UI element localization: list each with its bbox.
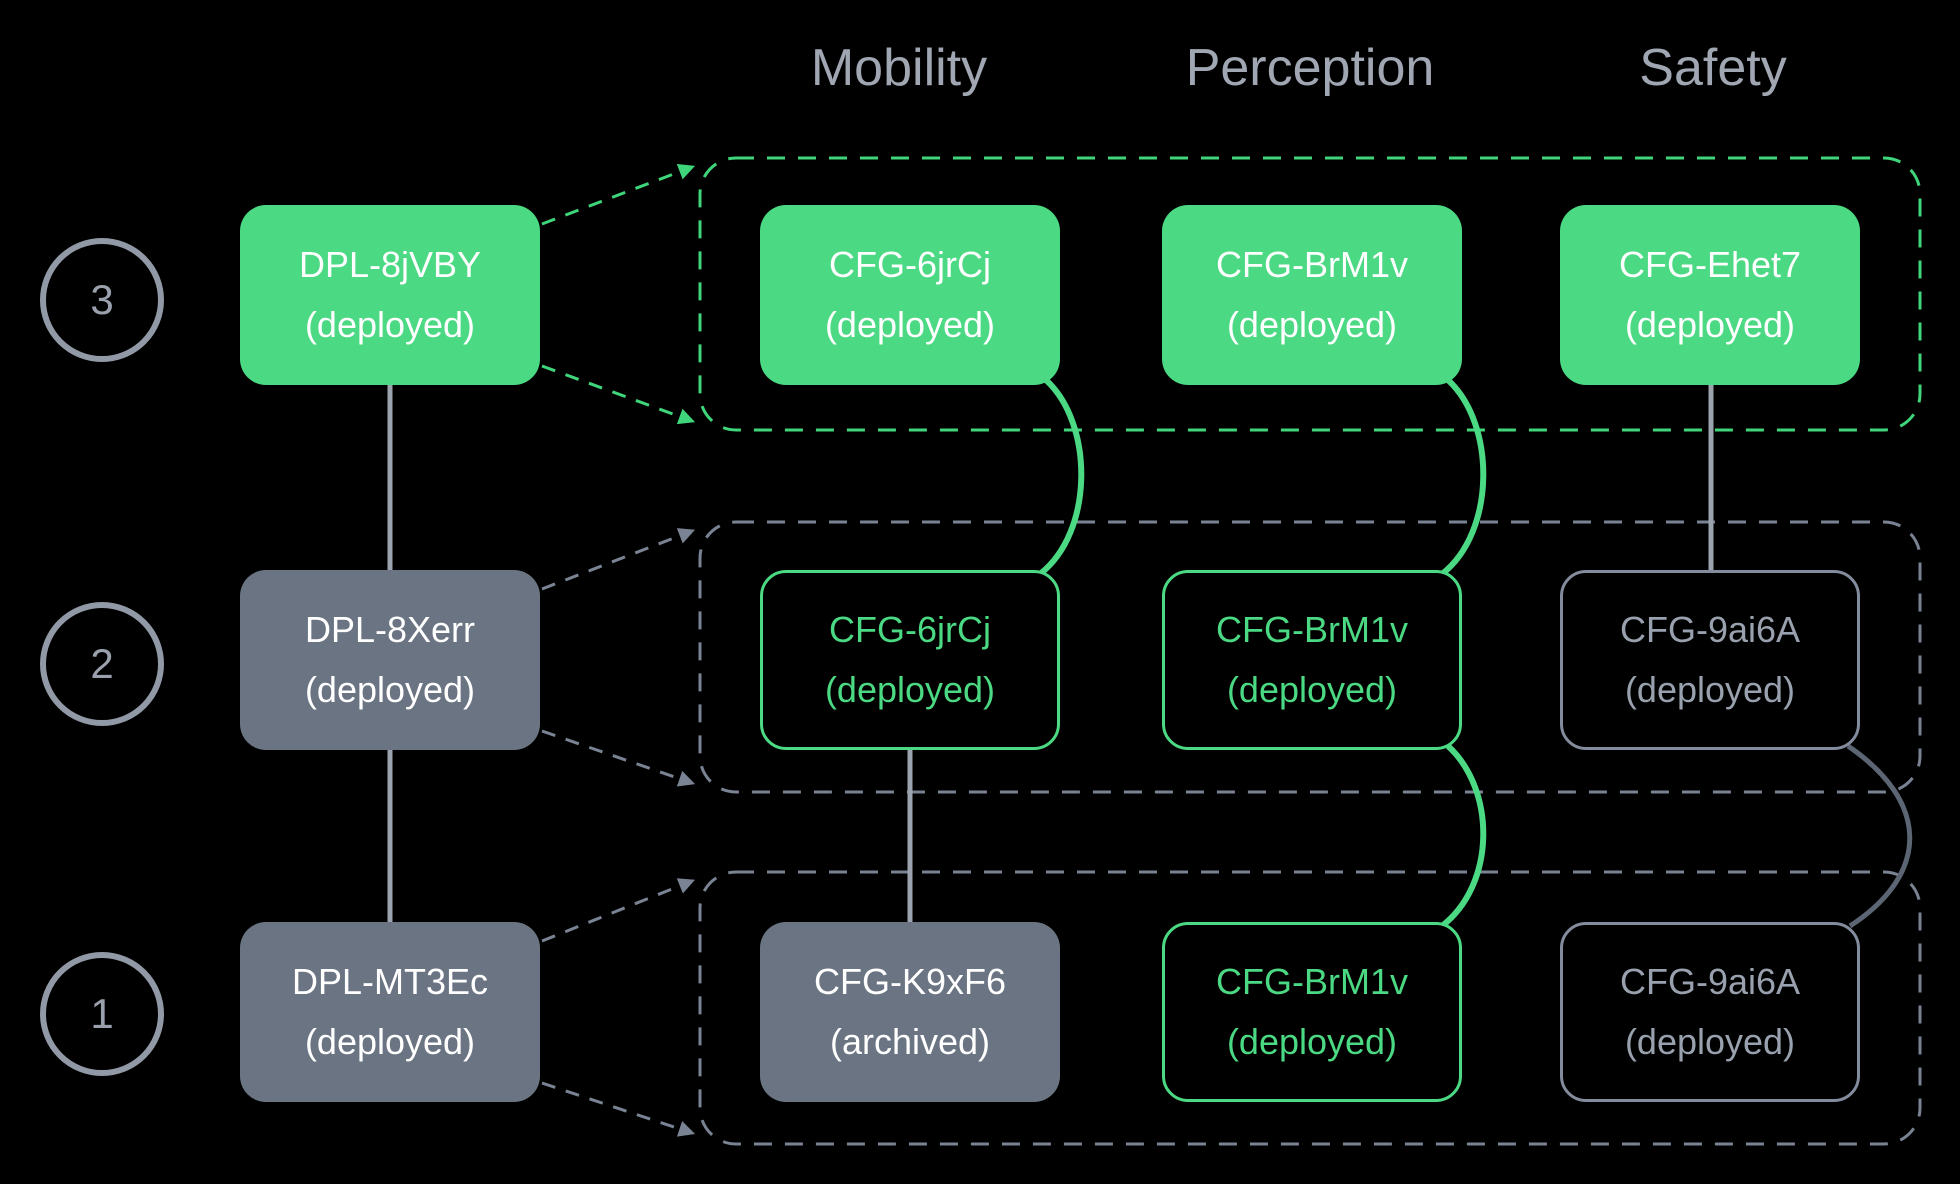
config-id: CFG-BrM1v <box>1216 609 1408 650</box>
node-cfg-k9xf6-v1[interactable]: CFG-K9xF6 (archived) <box>760 922 1060 1102</box>
deployment-id: DPL-8Xerr <box>304 609 476 650</box>
config-status: (deployed) <box>1226 1021 1398 1062</box>
config-id: CFG-Ehet7 <box>1618 244 1802 285</box>
version-badge-3: 3 <box>40 238 164 362</box>
version-number: 1 <box>90 990 114 1037</box>
node-cfg-brm1v-v2[interactable]: CFG-BrM1v (deployed) <box>1162 570 1462 750</box>
deployment-id: DPL-8jVBY <box>298 244 482 285</box>
config-id: CFG-6jrCj <box>829 609 991 650</box>
config-id: CFG-9ai6A <box>1619 609 1801 650</box>
deployment-status: (deployed) <box>304 304 476 345</box>
perception-link-v2-v1 <box>1440 743 1487 929</box>
node-dpl-8jvby[interactable]: DPL-8jVBY (deployed) <box>240 205 540 385</box>
config-status: (deployed) <box>1624 1021 1796 1062</box>
config-id: CFG-9ai6A <box>1619 961 1801 1002</box>
funnel-v2-top <box>541 528 696 591</box>
node-cfg-9ai6a-v2[interactable]: CFG-9ai6A (deployed) <box>1560 570 1860 750</box>
funnel-v1-top <box>541 878 696 943</box>
version-3-group-frame <box>698 156 1922 432</box>
node-cfg-ehet7-v3[interactable]: CFG-Ehet7 (deployed) <box>1560 205 1860 385</box>
config-status: (archived) <box>829 1021 991 1062</box>
version-badge-2: 2 <box>40 602 164 726</box>
config-id: CFG-BrM1v <box>1216 244 1408 285</box>
version-number: 2 <box>90 640 114 687</box>
config-status: (deployed) <box>1624 669 1796 710</box>
funnel-v3-bottom <box>541 364 696 425</box>
config-status: (deployed) <box>1226 304 1398 345</box>
node-cfg-6jrcj-v2[interactable]: CFG-6jrCj (deployed) <box>760 570 1060 750</box>
node-cfg-brm1v-v3[interactable]: CFG-BrM1v (deployed) <box>1162 205 1462 385</box>
funnel-v3-top <box>541 163 696 226</box>
node-cfg-9ai6a-v1[interactable]: CFG-9ai6A (deployed) <box>1560 922 1860 1102</box>
config-id: CFG-BrM1v <box>1216 961 1408 1002</box>
config-id: CFG-K9xF6 <box>813 961 1007 1002</box>
config-status: (deployed) <box>824 669 996 710</box>
node-cfg-brm1v-v1[interactable]: CFG-BrM1v (deployed) <box>1162 922 1462 1102</box>
version-1-group-frame <box>698 870 1922 1146</box>
version-number: 3 <box>90 276 114 323</box>
mobility-link-v3-v2 <box>1038 377 1085 577</box>
deployment-status: (deployed) <box>304 669 476 710</box>
version-badge-1: 1 <box>40 952 164 1076</box>
config-status: (deployed) <box>1624 304 1796 345</box>
column-header-mobility: Mobility <box>810 39 988 97</box>
funnel-v2-bottom <box>541 729 696 787</box>
version-2-group-frame <box>698 520 1922 794</box>
safety-link-v2-v1 <box>1846 743 1913 929</box>
column-header-perception: Perception <box>1185 39 1435 97</box>
deployment-id: DPL-MT3Ec <box>291 961 489 1002</box>
node-dpl-8xerr[interactable]: DPL-8Xerr (deployed) <box>240 570 540 750</box>
node-cfg-6jrcj-v3[interactable]: CFG-6jrCj (deployed) <box>760 205 1060 385</box>
config-status: (deployed) <box>824 304 996 345</box>
funnel-v1-bottom <box>541 1081 696 1137</box>
column-header-safety: Safety <box>1639 39 1787 97</box>
config-id: CFG-6jrCj <box>829 244 991 285</box>
deployment-status: (deployed) <box>304 1021 476 1062</box>
node-dpl-mt3ec[interactable]: DPL-MT3Ec (deployed) <box>240 922 540 1102</box>
perception-link-v3-v2 <box>1440 377 1487 577</box>
config-status: (deployed) <box>1226 669 1398 710</box>
